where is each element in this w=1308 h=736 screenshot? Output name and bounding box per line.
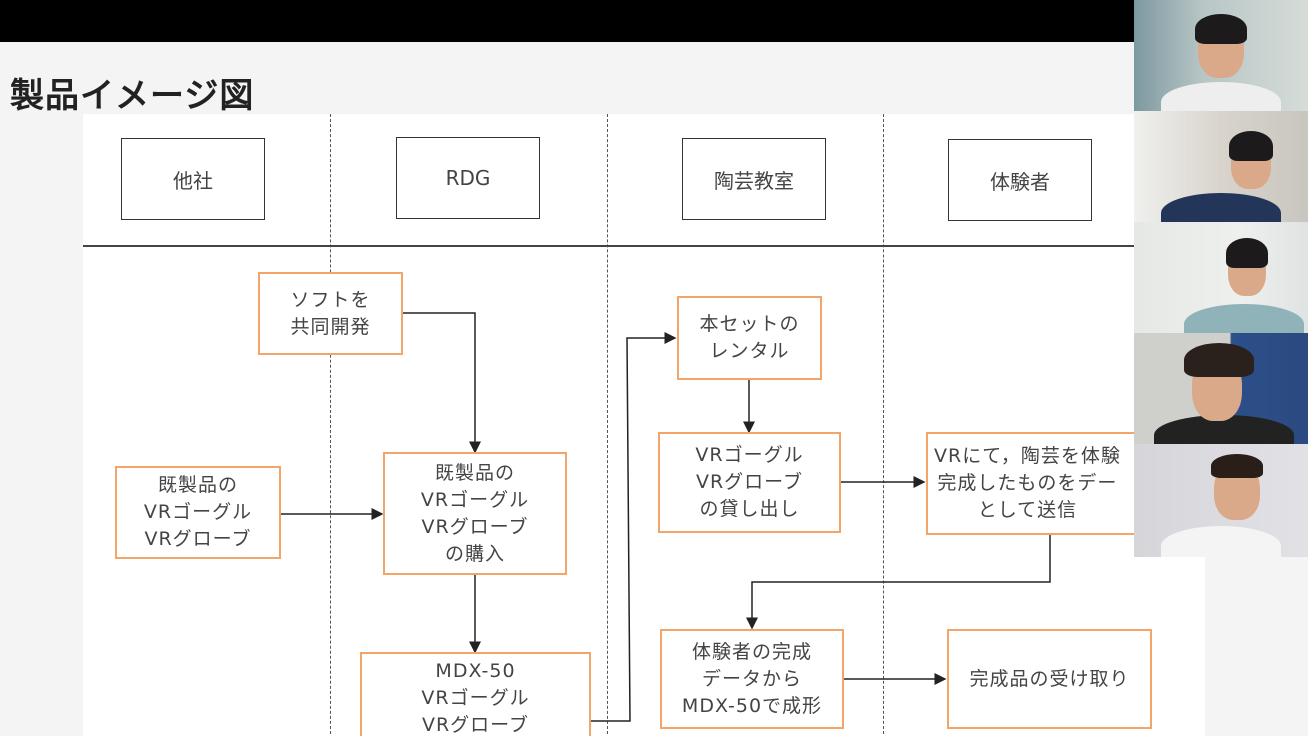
- video-tile-participant-5[interactable]: [1134, 444, 1308, 557]
- slide-title: 製品イメージ図: [10, 76, 255, 116]
- lane-header-pottery-class: 陶芸教室: [682, 138, 826, 220]
- participant-body: [1161, 82, 1281, 111]
- swimlane-diagram: 他社 RDG 陶芸教室 体験者: [83, 114, 1205, 736]
- participant-hair: [1226, 238, 1268, 268]
- node-existing-vr-products: 既製品の VRゴーグル VRグローブ: [115, 466, 281, 559]
- lane-divider: [607, 114, 608, 736]
- video-tile-participant-4[interactable]: [1134, 333, 1308, 444]
- header-divider-line: [83, 245, 1205, 247]
- participant-hair: [1211, 454, 1263, 478]
- arrow-softdev-to-purchase: [402, 312, 481, 454]
- top-black-bar: [0, 0, 1308, 42]
- node-mdx50-vr-set: MDX-50 VRゴーグル VRグローブ: [360, 652, 591, 736]
- participant-hair: [1184, 343, 1254, 377]
- lane-header-participant: 体験者: [948, 139, 1092, 221]
- node-software-co-development: ソフトを 共同開発: [258, 272, 403, 355]
- lane-divider: [330, 114, 331, 736]
- video-tile-participant-1[interactable]: [1134, 0, 1308, 111]
- participant-body: [1161, 193, 1281, 222]
- node-set-rental: 本セットの レンタル: [677, 296, 822, 380]
- video-tile-participant-3[interactable]: [1134, 222, 1308, 333]
- arrow-experience-to-forming: [746, 534, 1051, 630]
- participant-hair: [1195, 14, 1247, 44]
- lane-header-rdg: RDG: [396, 137, 540, 219]
- node-purchase-existing-vr: 既製品の VRゴーグル VRグローブ の購入: [383, 452, 567, 575]
- node-mdx50-forming: 体験者の完成 データから MDX-50で成形: [660, 629, 844, 729]
- node-receive-finished-product: 完成品の受け取り: [947, 629, 1152, 729]
- node-vr-lending: VRゴーグル VRグローブ の貸し出し: [658, 432, 841, 533]
- presentation-slide: 製品イメージ図 他社 RDG 陶芸教室 体験者: [0, 42, 1308, 736]
- lane-header-other-company: 他社: [121, 138, 265, 220]
- video-tile-participant-2[interactable]: [1134, 111, 1308, 222]
- participant-body: [1184, 304, 1304, 333]
- participant-body: [1161, 526, 1281, 557]
- lane-divider: [883, 114, 884, 736]
- participant-hair: [1229, 131, 1273, 161]
- video-participants-strip: [1134, 0, 1308, 557]
- node-vr-pottery-experience: VRにて，陶芸を体験 完成したものをデー として送信: [926, 432, 1156, 535]
